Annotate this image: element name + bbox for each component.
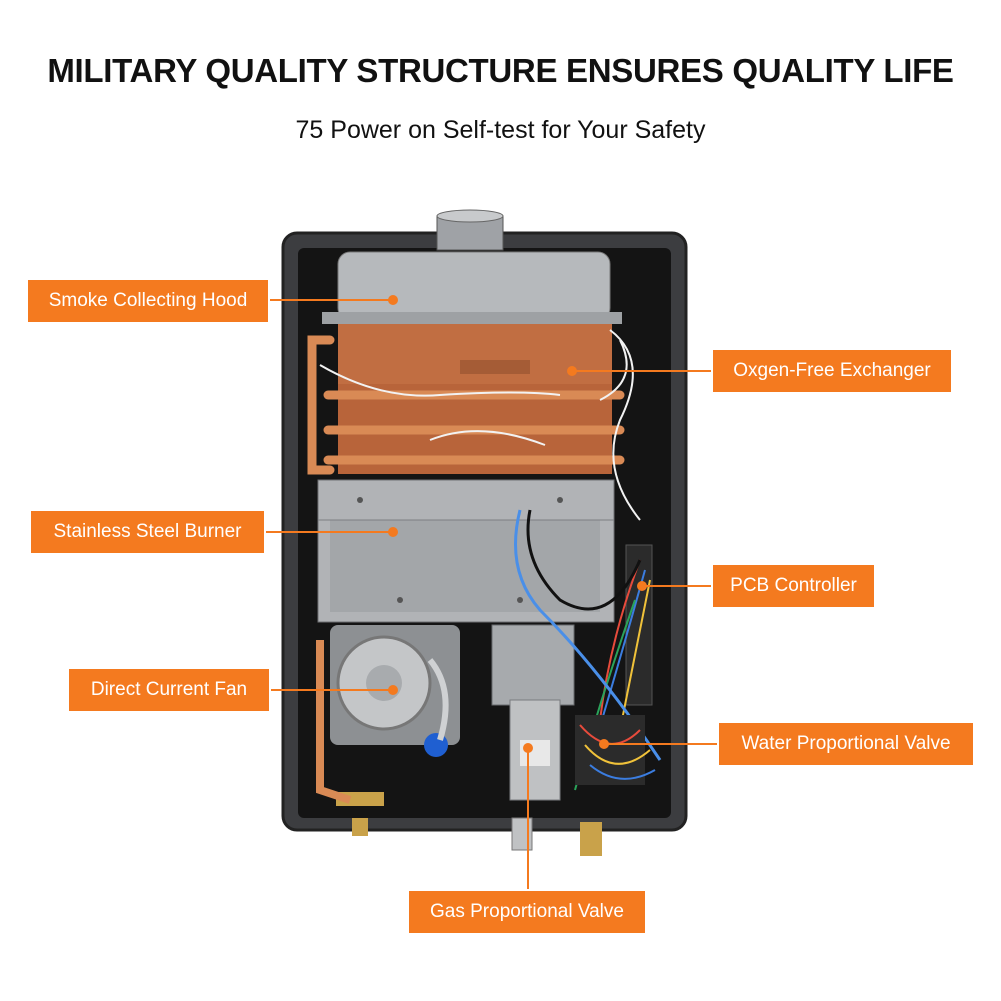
callout-exchanger: Oxgen-Free Exchanger [711, 348, 953, 394]
callout-burner: Stainless Steel Burner [29, 509, 266, 555]
callout-water-valve: Water Proportional Valve [717, 721, 975, 767]
gas-valve [491, 624, 575, 706]
water-inlet [352, 818, 368, 836]
page-title: MILITARY QUALITY STRUCTURE ENSURES QUALI… [47, 52, 954, 89]
page-subtitle: 75 Power on Self-test for Your Safety [295, 116, 706, 144]
callout-pcb: PCB Controller [711, 563, 876, 609]
water-outlet [580, 822, 602, 856]
smoke-hood [337, 251, 611, 321]
callout-fan: Direct Current Fan [67, 667, 271, 713]
water-valve [575, 715, 645, 785]
callout-gas-valve: Gas Proportional Valve [407, 889, 647, 935]
callout-smoke-hood: Smoke Collecting Hood [26, 278, 270, 324]
